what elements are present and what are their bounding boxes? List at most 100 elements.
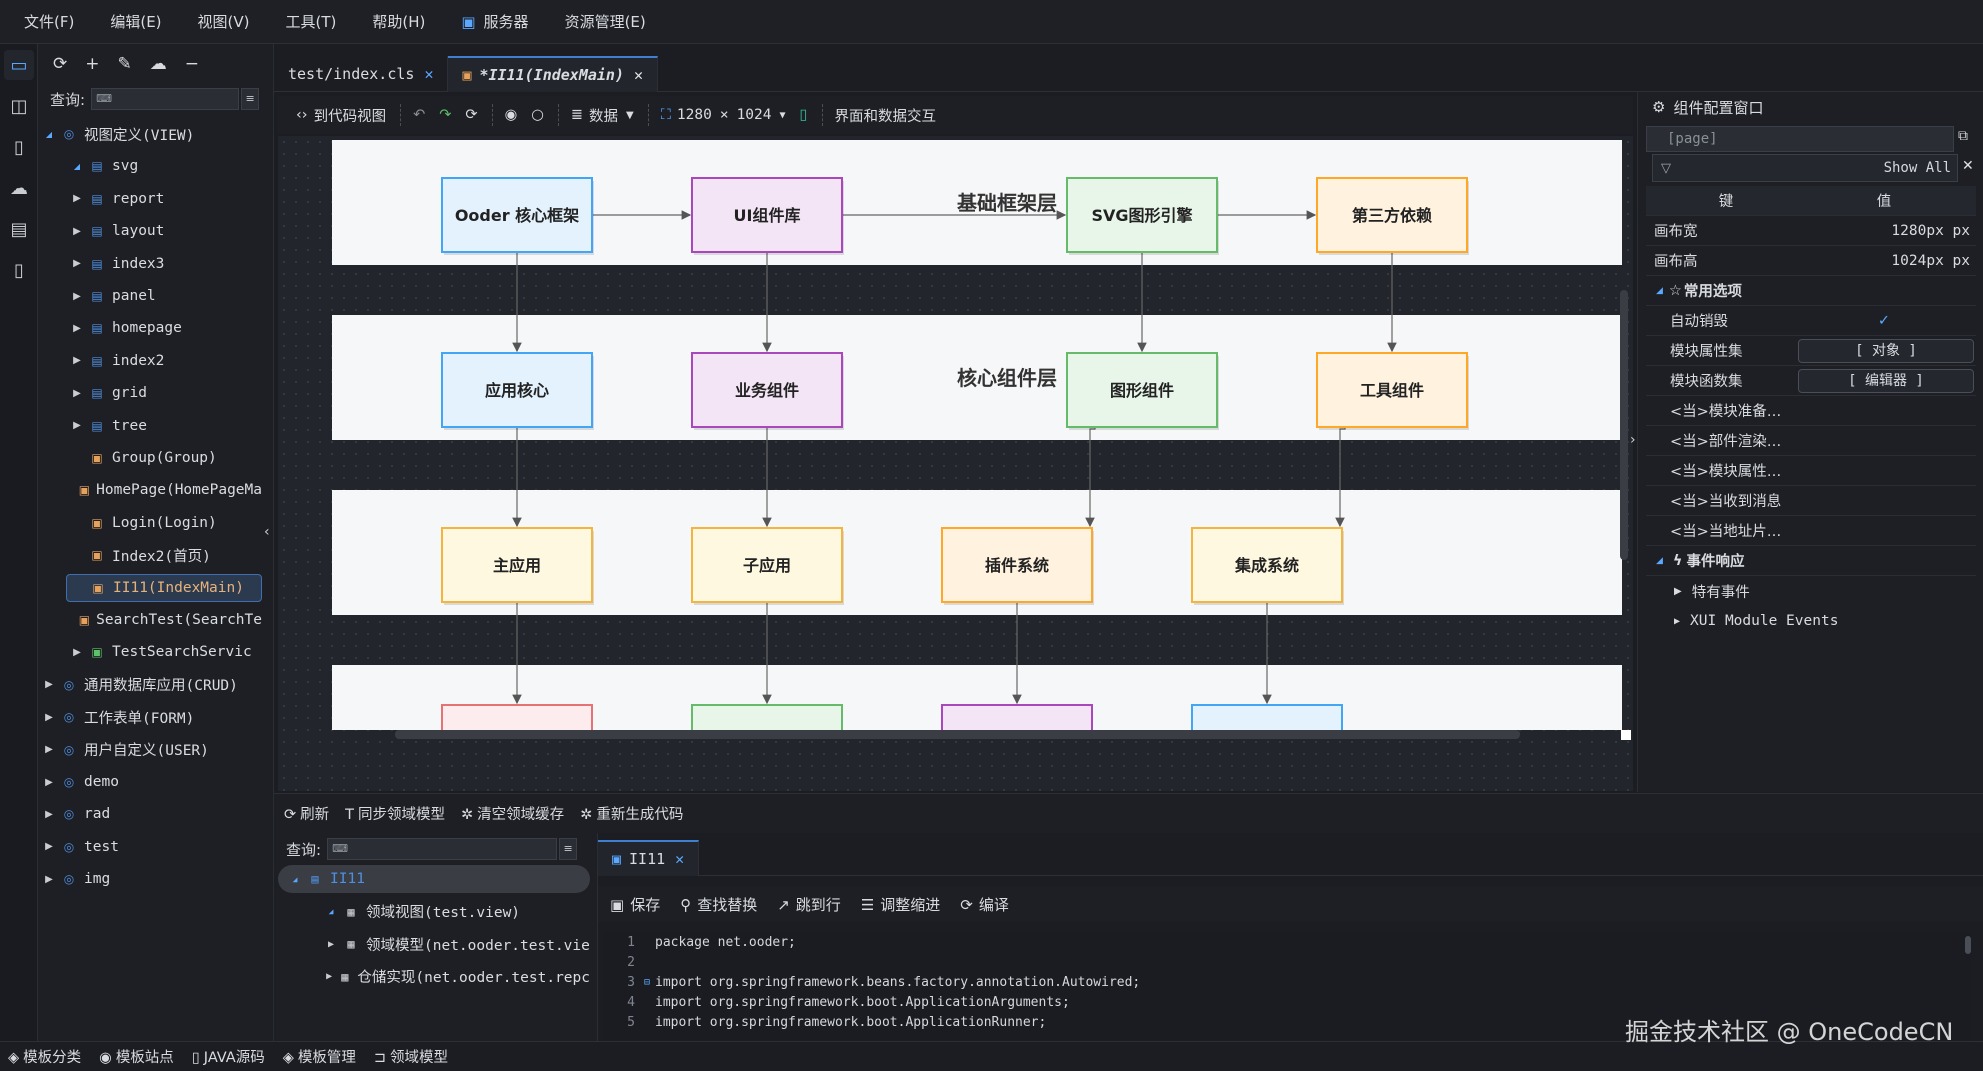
menu-edit[interactable]: 编辑(E) bbox=[110, 13, 162, 31]
menu-resources[interactable]: 资源管理(E) bbox=[564, 13, 646, 31]
mobile-icon[interactable]: ▯ bbox=[14, 259, 24, 281]
event-row-xui[interactable]: ▶ XUI Module Events bbox=[1674, 613, 1839, 629]
chevron-right-icon[interactable]: ▶ bbox=[45, 679, 53, 691]
refresh-icon[interactable]: ⟳ bbox=[53, 54, 68, 74]
property-row[interactable]: 画布高 1024px px bbox=[1646, 246, 1976, 276]
chevron-right-icon[interactable]: ▶ bbox=[73, 193, 81, 205]
event-row-special[interactable]: ▶ 特有事件 bbox=[1674, 584, 1750, 601]
chevron-right-icon[interactable]: ▶ bbox=[73, 290, 81, 302]
property-filter[interactable]: ▽ Show All bbox=[1652, 154, 1958, 182]
clear-cache-button[interactable]: ✲清空领域缓存 bbox=[461, 807, 565, 823]
data-dropdown[interactable]: ≣数据▼ bbox=[570, 107, 634, 125]
tree-item[interactable]: ▶▤panel bbox=[66, 282, 262, 310]
monitor-icon[interactable]: ▤ bbox=[10, 218, 28, 240]
property-row[interactable]: 自动销毁✓ bbox=[1646, 306, 1976, 336]
chevron-down-icon[interactable]: ◢ bbox=[45, 129, 53, 139]
chevron-right-icon[interactable]: ▶ bbox=[73, 420, 81, 432]
chevron-right-icon[interactable]: ▶ bbox=[73, 322, 81, 334]
tab-ii11[interactable]: ▣ II11 ✕ bbox=[598, 839, 700, 876]
group-common-options[interactable]: ◢ ☆ 常用选项 bbox=[1646, 276, 1976, 306]
canvas-horizontal-scrollbar[interactable] bbox=[395, 730, 1520, 739]
tree-item[interactable]: ▣Login(Login) bbox=[66, 509, 262, 537]
folder-icon[interactable]: ▭ bbox=[4, 50, 34, 80]
indent-button[interactable]: ☰调整缩进 bbox=[860, 895, 941, 914]
domain-query-input[interactable]: ⌨ bbox=[327, 838, 558, 860]
tree-item[interactable]: ▶◎用户自定义(USER) bbox=[38, 736, 262, 764]
chevron-right-icon[interactable]: ▶ bbox=[45, 808, 53, 820]
tree-item[interactable]: ▶▣TestSearchServic bbox=[66, 638, 262, 666]
split-view-icon[interactable]: ◫ bbox=[10, 95, 28, 117]
chevron-right-icon[interactable]: ▶ bbox=[45, 711, 53, 723]
tree-item[interactable]: ▶▤index3 bbox=[66, 250, 262, 278]
tree-item[interactable]: ▣II11(IndexMain) bbox=[66, 573, 262, 602]
menu-tools[interactable]: 工具(T) bbox=[285, 13, 337, 31]
redo-icon[interactable]: ↷ bbox=[439, 107, 452, 123]
query-input[interactable]: ⌨ bbox=[91, 88, 240, 110]
document-icon[interactable]: ▯ bbox=[14, 136, 24, 158]
cloud-upload-icon[interactable]: ☁ bbox=[149, 54, 167, 74]
preview-eye-icon[interactable]: ◉ bbox=[504, 107, 518, 123]
property-editor-button[interactable]: [ 对象 ] bbox=[1798, 338, 1974, 363]
property-row[interactable]: 模块函数集[ 编辑器 ] bbox=[1646, 366, 1976, 396]
tree-item[interactable]: ▶◎通用数据库应用(CRUD) bbox=[38, 671, 262, 699]
canvas-vertical-scrollbar[interactable] bbox=[1620, 290, 1628, 560]
java-source-tab[interactable]: ▯JAVA源码 bbox=[191, 1050, 265, 1066]
tree-item[interactable]: ▶▤report bbox=[66, 185, 262, 213]
chevron-down-icon[interactable]: ◢ bbox=[292, 874, 298, 884]
find-replace-button[interactable]: ⚲查找替换 bbox=[680, 895, 758, 914]
fold-icon[interactable]: ⊟ bbox=[643, 976, 651, 988]
group-event-response[interactable]: ◢ ϟ 事件响应 bbox=[1646, 546, 1976, 576]
menu-view[interactable]: 视图(V) bbox=[197, 13, 250, 31]
menu-help[interactable]: 帮助(H) bbox=[372, 13, 426, 31]
property-editor-button[interactable]: [ 编辑器 ] bbox=[1798, 368, 1974, 393]
refresh-button[interactable]: ⟳刷新 bbox=[284, 807, 330, 823]
tree-item[interactable]: ▶◎rad bbox=[38, 800, 262, 828]
chevron-down-icon[interactable]: ◢ bbox=[73, 161, 81, 171]
code-view-button[interactable]: ‹›到代码视图 bbox=[296, 107, 387, 125]
cloud-icon[interactable]: ☁ bbox=[10, 177, 28, 199]
domain-tree-item[interactable]: ▶▦仓储实现(net.ooder.test.repc bbox=[314, 963, 590, 991]
tree-item[interactable]: ▣HomePage(HomePageMa bbox=[66, 476, 262, 504]
tree-item[interactable]: ▶▤index2 bbox=[66, 347, 262, 375]
tree-item[interactable]: ▶▤grid bbox=[66, 379, 262, 407]
close-icon[interactable]: ✕ bbox=[424, 64, 434, 83]
tree-item[interactable]: ▶▤tree bbox=[66, 412, 262, 440]
tree-item[interactable]: ▶◎test bbox=[38, 833, 262, 861]
tree-item[interactable]: ▶◎demo bbox=[38, 768, 262, 796]
property-row[interactable]: <当>当地址片… bbox=[1646, 516, 1976, 546]
chevron-right-icon[interactable]: ▶ bbox=[45, 841, 53, 853]
domain-tree-item[interactable]: ▶▦领域模型(net.ooder.test.vie bbox=[314, 930, 590, 958]
property-row[interactable]: 画布宽 1280px px bbox=[1646, 216, 1976, 246]
collapse-panel-icon[interactable]: ‹ bbox=[264, 524, 270, 540]
check-icon[interactable]: ✓ bbox=[1877, 312, 1891, 329]
expand-right-icon[interactable]: › bbox=[1630, 432, 1636, 448]
interaction-button[interactable]: 界面和数据交互 bbox=[834, 108, 937, 125]
chevron-right-icon[interactable]: ▶ bbox=[327, 938, 335, 950]
domain-model-tab[interactable]: ⊐领域模型 bbox=[373, 1050, 449, 1066]
chevron-down-icon[interactable]: ◢ bbox=[328, 907, 334, 916]
property-row[interactable]: 模块属性集[ 对象 ] bbox=[1646, 336, 1976, 366]
chevron-right-icon[interactable]: ▶ bbox=[45, 744, 53, 756]
chevron-right-icon[interactable]: ▶ bbox=[45, 873, 53, 885]
tree-item[interactable]: ▶◎img bbox=[38, 865, 262, 893]
tree-item[interactable]: ▶▤homepage bbox=[66, 314, 262, 342]
menu-file[interactable]: 文件(F) bbox=[24, 13, 75, 31]
page-field[interactable]: [page] bbox=[1646, 126, 1954, 152]
tree-item[interactable]: ▣Index2(首页) bbox=[66, 541, 262, 569]
device-mobile-icon[interactable]: ▯ bbox=[799, 107, 808, 123]
tree-item[interactable]: ▶◎工作表单(FORM) bbox=[38, 703, 262, 731]
tree-item[interactable]: ▣Group(Group) bbox=[66, 444, 262, 472]
plus-icon[interactable]: + bbox=[85, 54, 100, 74]
undo-icon[interactable]: ↶ bbox=[413, 107, 426, 123]
editor-scrollbar[interactable] bbox=[1965, 936, 1971, 954]
property-row[interactable]: <当>部件渲染… bbox=[1646, 426, 1976, 456]
query-menu-icon[interactable]: ≡ bbox=[241, 88, 260, 110]
chevron-right-icon[interactable]: ▶ bbox=[45, 776, 53, 788]
resize-handle[interactable] bbox=[1621, 730, 1631, 740]
property-row[interactable]: <当>当收到消息 bbox=[1646, 486, 1976, 516]
minus-icon[interactable]: − bbox=[184, 54, 199, 74]
chevron-right-icon[interactable]: ▶ bbox=[73, 355, 81, 367]
